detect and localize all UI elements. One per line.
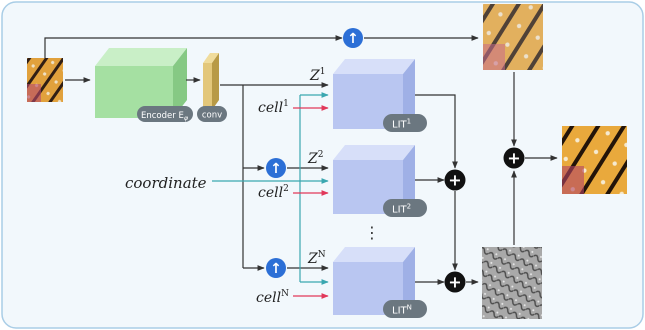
lit-block-2: LIT2: [333, 145, 427, 217]
svg-text:Encoder Eφ: Encoder Eφ: [141, 111, 189, 122]
svg-text:LITN: LITN: [392, 304, 412, 317]
zN-label: ZN: [307, 250, 326, 267]
svg-text:↑: ↑: [270, 261, 282, 277]
cell2-label: cell2: [258, 184, 289, 201]
z2-label: Z2: [307, 150, 323, 167]
conv-label: conv: [202, 111, 222, 121]
bypass-path: [44, 35, 343, 58]
z1-label: Z1: [309, 67, 325, 84]
cellN-label: cellN: [256, 289, 289, 306]
encoder-label: Encoder E: [141, 111, 184, 121]
svg-text:+: +: [448, 273, 461, 292]
coordinate-label: coordinate: [125, 174, 207, 192]
input-image: [27, 58, 63, 102]
svg-text:LIT1: LIT1: [392, 118, 411, 131]
vdots: ⋮: [364, 223, 380, 242]
svg-text:↑: ↑: [270, 161, 282, 177]
encoder-subscript: φ: [184, 114, 189, 122]
svg-text:↑: ↑: [347, 31, 359, 47]
cell1-label: cell1: [258, 99, 289, 116]
upsample-icon-2: ↑: [266, 158, 286, 178]
residual-image: [482, 247, 542, 319]
upsample-icon-top: ↑: [343, 28, 363, 48]
svg-text:+: +: [448, 171, 461, 190]
svg-text:+: +: [507, 149, 520, 168]
conv-block: [203, 53, 219, 110]
plus-node-2: +: [444, 271, 466, 293]
output-image: [562, 126, 627, 194]
lit1-out: [415, 94, 458, 169]
plus-node-final: +: [503, 147, 525, 169]
upsampled-image: [483, 4, 543, 70]
upsample-icon-n: ↑: [266, 258, 286, 278]
lit-block-n: LITN: [333, 247, 427, 318]
conv-label-badge: conv: [197, 106, 227, 122]
plus-node-1: +: [444, 169, 466, 191]
svg-text:LIT2: LIT2: [392, 203, 411, 216]
lit-block-1: LIT1: [333, 59, 427, 132]
encoder-label-badge: Encoder Eφ: [137, 106, 193, 122]
